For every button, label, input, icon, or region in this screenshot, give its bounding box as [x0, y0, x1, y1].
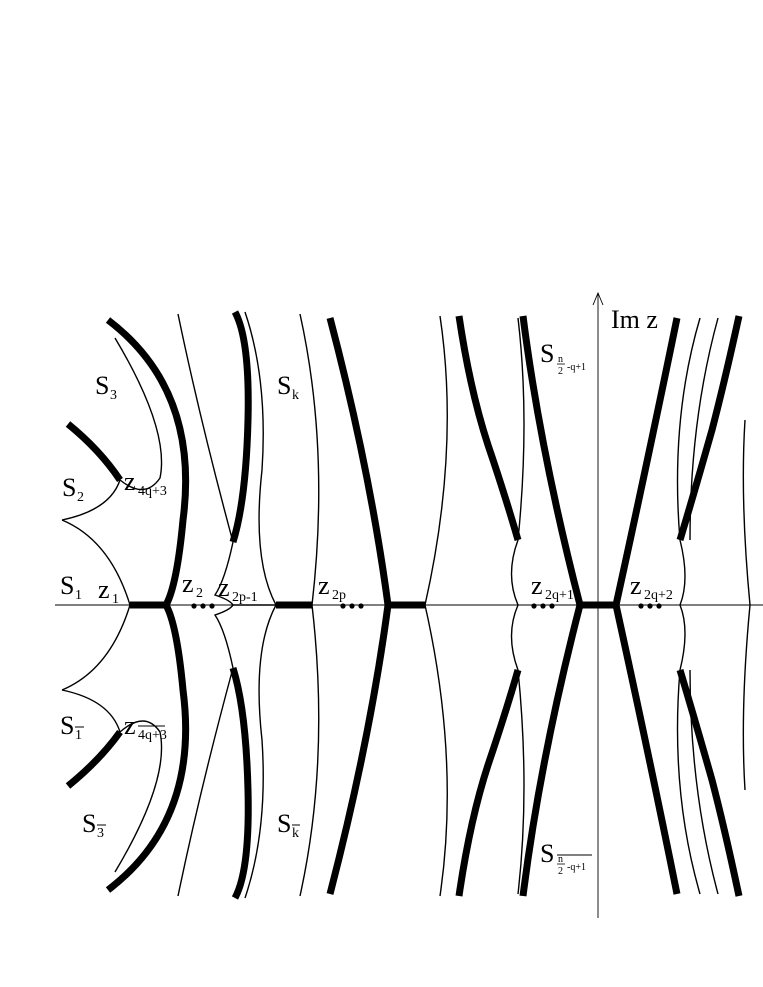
svg-text:z: z: [124, 467, 136, 496]
svg-text:z: z: [182, 569, 194, 598]
label-z4q3: z 4q+3: [124, 467, 167, 499]
svg-text:z: z: [630, 571, 642, 600]
svg-text:2: 2: [77, 490, 84, 505]
svg-text:1: 1: [112, 592, 119, 607]
svg-text:S: S: [277, 371, 291, 400]
svg-text:-q+1: -q+1: [567, 362, 586, 373]
svg-text:z: z: [531, 571, 543, 600]
thick-curves: [65, 310, 743, 900]
svg-text:z: z: [98, 575, 110, 604]
svg-text:z: z: [218, 573, 230, 602]
label-z1: z 1: [98, 575, 119, 607]
svg-text:k: k: [292, 826, 299, 841]
svg-text:2p: 2p: [332, 588, 346, 603]
svg-text:S: S: [60, 711, 74, 740]
svg-text:k: k: [292, 388, 299, 403]
svg-text:n: n: [558, 854, 563, 865]
svg-text:1: 1: [75, 728, 82, 743]
label-z4q3-bar: z 4q+3: [124, 711, 167, 743]
label-s3: S 3: [95, 371, 117, 403]
thin-curves: [61, 311, 751, 899]
svg-text:3: 3: [97, 826, 104, 841]
svg-text:S: S: [62, 473, 76, 502]
imaginary-axis-label: Im z: [611, 305, 658, 334]
svg-text:S: S: [540, 839, 554, 868]
svg-text:2q+1: 2q+1: [545, 588, 574, 603]
label-s2: S 2: [62, 473, 84, 505]
svg-text:S: S: [540, 339, 554, 368]
svg-text:2q+2: 2q+2: [644, 588, 673, 603]
svg-text:2: 2: [196, 586, 203, 601]
label-z2p-1: z 2p-1: [218, 573, 258, 605]
label-s-top: S n 2 -q+1: [540, 339, 586, 377]
svg-text:S: S: [277, 809, 291, 838]
label-sk-bar: S k: [277, 809, 300, 841]
axis-dots: [191, 603, 662, 609]
svg-text:4q+3: 4q+3: [138, 728, 167, 743]
svg-text:2: 2: [558, 366, 563, 377]
label-z2p: z 2p: [318, 571, 346, 603]
svg-text:1: 1: [75, 588, 82, 603]
svg-text:n: n: [558, 354, 563, 365]
svg-text:z: z: [124, 711, 136, 740]
svg-text:S: S: [95, 371, 109, 400]
svg-text:S: S: [60, 571, 74, 600]
imaginary-axis-arrow: [592, 291, 604, 306]
svg-text:2: 2: [558, 866, 563, 877]
svg-text:4q+3: 4q+3: [138, 484, 167, 499]
label-s3-bar: S 3: [82, 809, 106, 841]
label-z2: z 2: [182, 569, 203, 601]
label-s1: S 1: [60, 571, 82, 603]
label-s1-bar: S 1: [60, 711, 84, 743]
svg-text:2p-1: 2p-1: [232, 590, 258, 605]
svg-text:3: 3: [110, 388, 117, 403]
label-z2q2: z 2q+2: [630, 571, 673, 603]
svg-text:z: z: [318, 571, 330, 600]
label-s-bottom: S n 2 -q+1: [540, 839, 592, 877]
label-sk: S k: [277, 371, 299, 403]
svg-text:-q+1: -q+1: [567, 862, 586, 873]
svg-text:S: S: [82, 809, 96, 838]
label-z2q1: z 2q+1: [531, 571, 574, 603]
